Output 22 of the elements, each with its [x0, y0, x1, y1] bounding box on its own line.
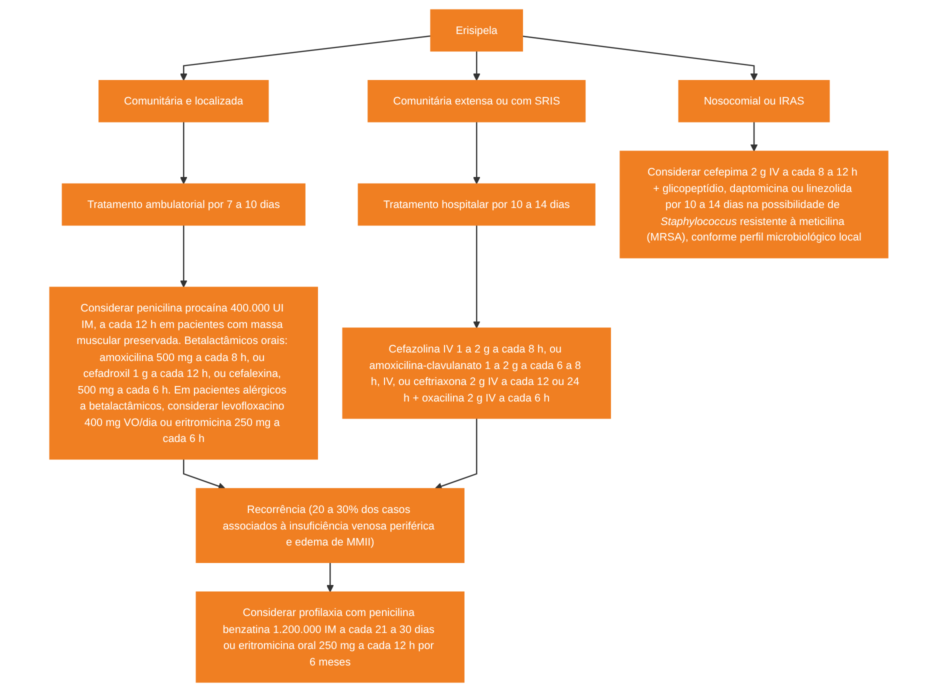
- node-box: Recorrência (20 a 30% dos casos associados à insuficiência venosa periférica e edema de MMII): [196, 488, 465, 563]
- arrow: [183, 459, 226, 490]
- node-box: Cefazolina IV 1 a 2 g a cada 8 h, ou amoxicilina-clavulanato 1 a 2 g a cada 6 a 8 h, IV, ou ceftriaxona 2 g IV a cada 12 ou 24 h + oxacilina 2 g IV a cada 6 h: [342, 328, 612, 419]
- arrow: [473, 225, 480, 328]
- arrow: [180, 122, 188, 184]
- node-box: Tratamento hospitalar por 10 a 14 dias: [358, 183, 596, 226]
- node-box: Considerar profilaxia com penicilina benzatina 1.200.000 IM a cada 21 a 30 dias ou eritromicina oral 250 mg a cada 12 h por 6 meses: [196, 591, 465, 683]
- arrow: [326, 562, 334, 592]
- arrow: [473, 122, 480, 184]
- arrow: [473, 51, 480, 81]
- arrow: [180, 35, 431, 81]
- node-box: Tratamento ambulatorial por 7 a 10 dias: [62, 183, 306, 226]
- node-box: Erisipela: [430, 9, 524, 52]
- arrow: [180, 225, 188, 288]
- node-box: Considerar cefepima 2 g IV a cada 8 a 12 h + glicopeptídio, daptomicina ou linezolida por 10 a 14 dias na possibilidade de Staphylococcus resistente à meticilina (MRSA), conforme perfil microbiológico local: [620, 150, 889, 258]
- node-box: Comunitária e localizada: [98, 80, 269, 122]
- arrow: [434, 418, 478, 490]
- node-box: Considerar penicilina procaína 400.000 UI IM, a cada 12 h em pacientes com massa muscular preservada. Betalactâmicos orais: amoxicilina 500 mg a cada 8 h, ou cefadroxil 1 g a cada 12 h, ou cefalexina, 500 mg a cada 6 h. Em pacientes alérgicos a betalactâmicos, considerar levofloxacino 400 mg VO/dia ou eritromicina 250 mg a cada 6 h: [49, 286, 318, 460]
- node-box: Comunitária extensa ou com SRIS: [368, 80, 586, 122]
- arrow: [750, 122, 758, 152]
- node-box: Nosocomial ou IRAS: [678, 80, 830, 122]
- arrow: [522, 36, 758, 81]
